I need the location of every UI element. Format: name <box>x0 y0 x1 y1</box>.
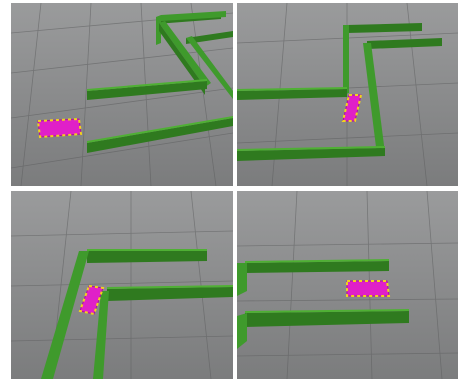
scene-panel-bottom-left <box>11 191 233 379</box>
scene-top-left <box>11 3 233 186</box>
maze-walls <box>87 11 233 153</box>
floor-tiles <box>11 3 233 186</box>
scene-bottom-left <box>11 191 233 379</box>
floor-tiles <box>237 191 458 379</box>
maze-walls <box>237 259 409 349</box>
robot <box>78 284 105 316</box>
robot <box>341 94 363 122</box>
scene-panel-top-left <box>11 3 233 186</box>
scene-top-right <box>237 3 458 186</box>
scene-panel-top-right <box>237 3 458 186</box>
scene-panel-bottom-right <box>237 191 458 379</box>
maze-walls <box>237 23 442 161</box>
robot <box>36 117 83 139</box>
robot <box>346 280 391 297</box>
maze-walls <box>41 249 233 379</box>
scene-bottom-right <box>237 191 458 379</box>
